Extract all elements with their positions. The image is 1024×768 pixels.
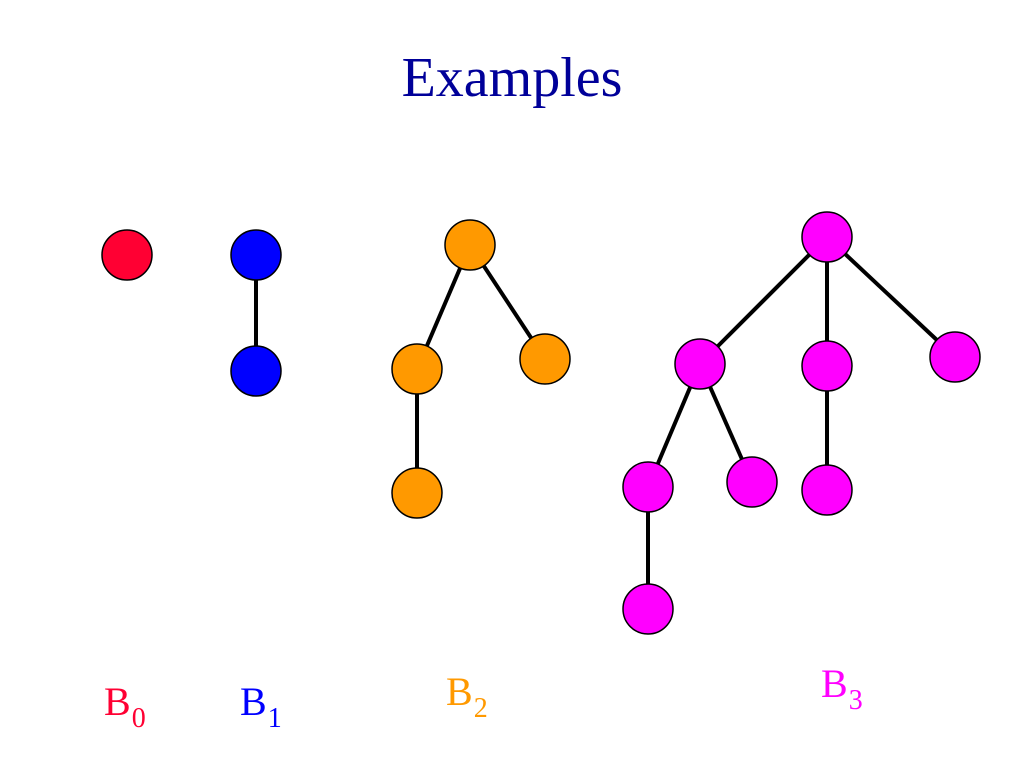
tree-b2-node	[519, 333, 571, 385]
tree-label-b2-subscript: 2	[473, 693, 488, 724]
tree-b2-node	[391, 343, 443, 395]
tree-b3-node	[674, 338, 726, 390]
tree-b2	[391, 219, 571, 519]
tree-label-b0-letter: B	[104, 679, 131, 724]
tree-label-b3-letter: B	[821, 661, 848, 706]
tree-b3-node	[801, 464, 853, 516]
tree-b1-node-root	[230, 229, 282, 281]
tree-label-b1: B1	[240, 679, 282, 733]
tree-label-b1-subscript: 1	[267, 703, 282, 734]
tree-b2-node-root	[444, 219, 496, 271]
tree-b3-edge	[698, 235, 829, 366]
slide-title: Examples	[401, 47, 623, 109]
tree-label-b1-letter: B	[240, 679, 267, 724]
tree-b1-node-child	[230, 345, 282, 397]
tree-b3-node	[929, 331, 981, 383]
tree-label-b3-subscript: 3	[848, 685, 863, 716]
tree-label-b3: B3	[821, 661, 863, 715]
tree-label-b2: B2	[446, 669, 488, 723]
tree-b3-node	[622, 461, 674, 513]
tree-label-b2-letter: B	[446, 669, 473, 714]
tree-b0	[101, 229, 153, 281]
tree-b3-edge	[825, 235, 957, 359]
tree-label-b0: B0	[104, 679, 146, 733]
tree-b3-node	[726, 456, 778, 508]
tree-b3-node	[801, 340, 853, 392]
tree-b3-node-root	[801, 211, 853, 263]
tree-b1	[230, 229, 282, 397]
tree-b2-node	[391, 467, 443, 519]
tree-b3	[622, 211, 981, 635]
tree-b0-node	[101, 229, 153, 281]
tree-label-b0-subscript: 0	[131, 703, 146, 734]
tree-b3-node	[622, 583, 674, 635]
